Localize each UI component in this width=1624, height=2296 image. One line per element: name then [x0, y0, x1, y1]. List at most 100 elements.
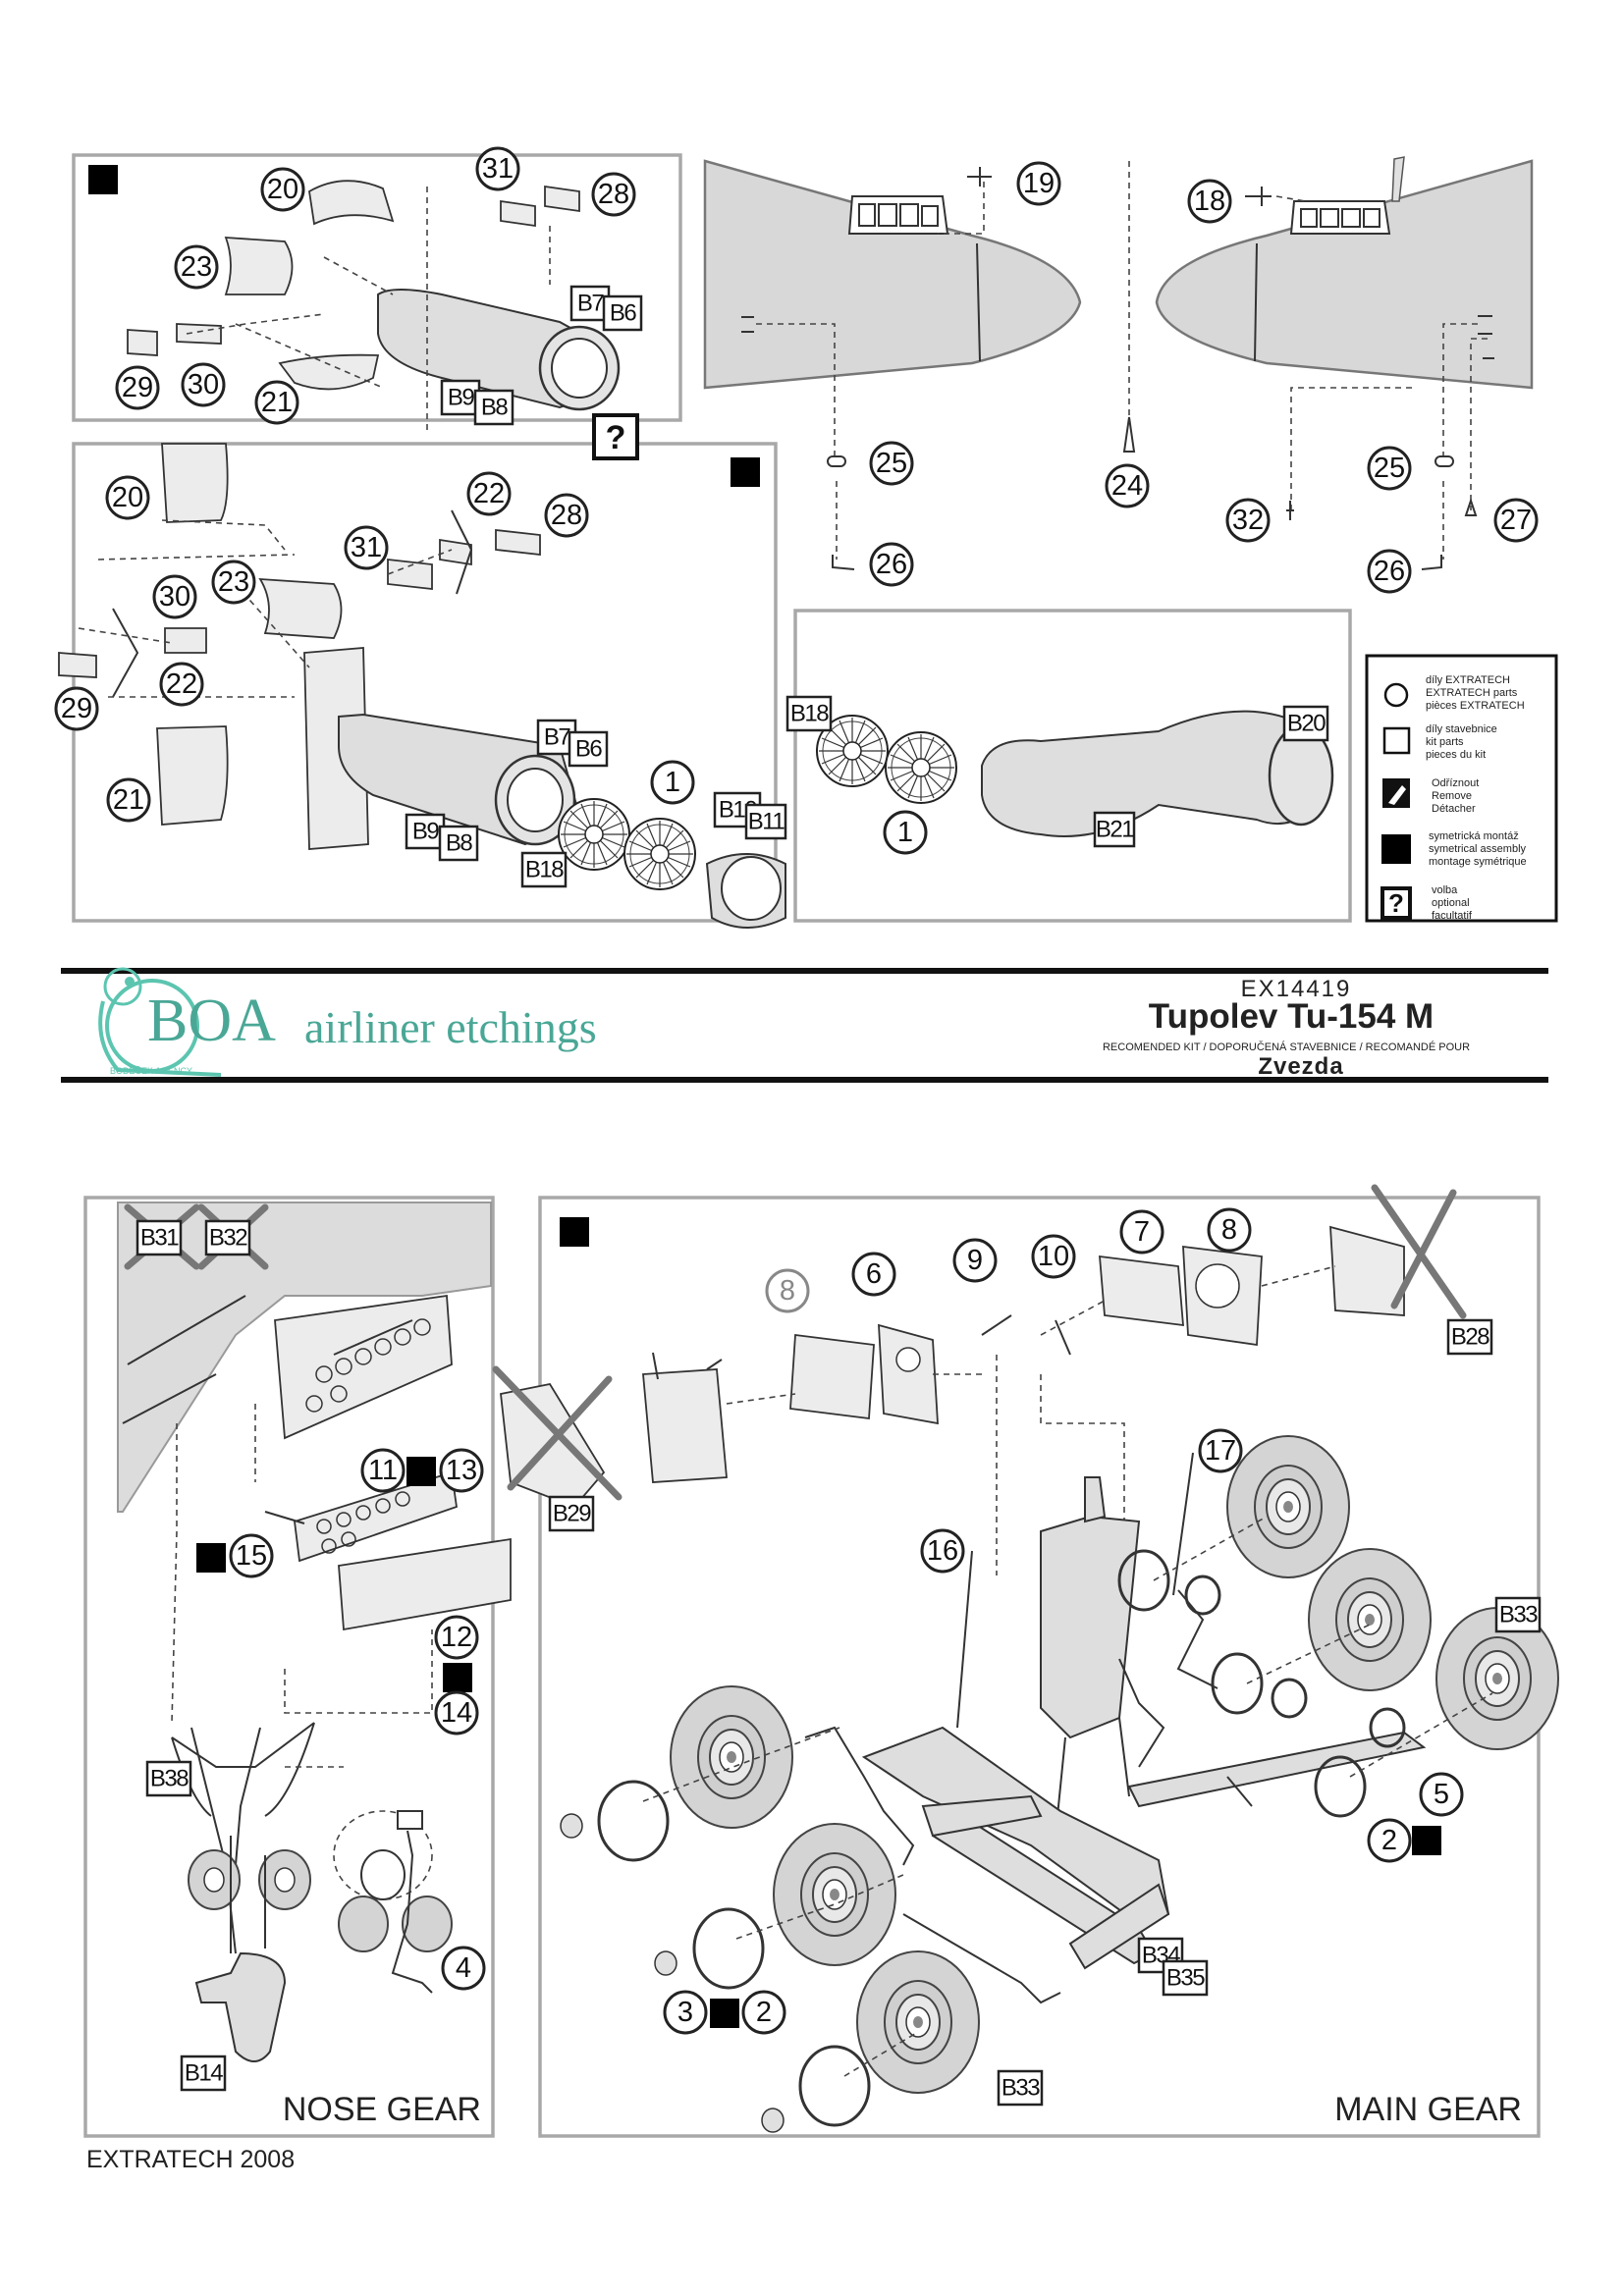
svg-text:B7: B7 — [577, 291, 605, 317]
svg-text:B9: B9 — [412, 819, 440, 845]
kit-part-B34: B34 — [1137, 1937, 1184, 1974]
kit-part-B28: B28 — [1446, 1318, 1493, 1356]
brand-tagline: airliner etchings — [304, 1002, 597, 1052]
callout-16: 16 — [920, 1528, 965, 1574]
callout-20b: 20 — [105, 475, 150, 520]
part-23-shape — [224, 237, 294, 295]
svg-text:28: 28 — [598, 179, 629, 210]
svg-text:21: 21 — [261, 387, 293, 418]
engine-assembly-bottom — [58, 442, 786, 929]
callout-28: 28 — [591, 172, 636, 217]
engine-assembly-top — [72, 153, 682, 432]
crossed-parts-b28 — [1371, 1184, 1467, 1319]
symmetrical-assembly-icon — [196, 1543, 226, 1573]
callout-2b: 2 — [741, 1990, 786, 2035]
svg-text:2: 2 — [1381, 1825, 1397, 1856]
boa-logo — [98, 967, 222, 1077]
callout-1b: 1 — [883, 810, 928, 855]
svg-text:20: 20 — [112, 482, 143, 513]
callout-25: 25 — [869, 441, 914, 486]
svg-text:26: 26 — [1374, 556, 1405, 587]
main-gear-panel: MAIN GEAR — [492, 1184, 1559, 2138]
legend-opt-en: optional — [1432, 897, 1470, 909]
kit-part-B9: B9 — [440, 379, 481, 416]
symmetrical-assembly-icon — [406, 1457, 436, 1486]
svg-text:4: 4 — [456, 1952, 471, 1984]
svg-text:17: 17 — [1205, 1435, 1236, 1467]
legend-opt-cz: volba — [1432, 884, 1458, 896]
callout-12: 12 — [434, 1615, 479, 1660]
kit-part-B8: B8 — [473, 389, 514, 426]
svg-text:B32: B32 — [209, 1225, 247, 1252]
callout-27: 27 — [1493, 498, 1539, 543]
svg-text:11: 11 — [368, 1455, 398, 1486]
callout-30: 30 — [181, 362, 226, 407]
kit-part-B21: B21 — [1093, 811, 1136, 848]
callout-31: 31 — [475, 146, 520, 191]
svg-text:B33: B33 — [1499, 1602, 1538, 1629]
svg-text:30: 30 — [159, 581, 190, 613]
kit-part-B18: B18 — [785, 695, 833, 732]
callout-10: 10 — [1031, 1234, 1076, 1279]
extratech-parts-symbol — [1383, 682, 1409, 708]
legend-extratech-en: EXTRATECH parts — [1426, 687, 1518, 699]
svg-text:28: 28 — [551, 500, 582, 531]
kit-part-labels: B7 B6 B9 B8 B7 B6 B9 B8 B18 B10 B11 B18 … — [135, 285, 1542, 2107]
svg-text:B14: B14 — [185, 2060, 223, 2087]
svg-text:18: 18 — [1194, 186, 1225, 217]
brand-small: BODEČEK AGENCY — [110, 1066, 192, 1076]
svg-text:22: 22 — [473, 478, 505, 509]
svg-text:9: 9 — [967, 1245, 983, 1276]
svg-text:24: 24 — [1111, 470, 1143, 502]
callout-9: 9 — [952, 1238, 998, 1283]
svg-text:8: 8 — [1221, 1214, 1237, 1246]
legend-extratech-cz: díly EXTRATECH — [1426, 674, 1510, 686]
callout-22b: 22 — [159, 662, 204, 707]
svg-text:31: 31 — [482, 153, 514, 185]
svg-text:29: 29 — [122, 372, 153, 403]
callout-7: 7 — [1119, 1209, 1164, 1255]
optional-symbol: ? — [1380, 886, 1412, 920]
legend-kit-cz: díly stavebnice — [1426, 723, 1497, 735]
svg-text:B21: B21 — [1096, 817, 1134, 843]
callout-26b: 26 — [1367, 549, 1412, 594]
kit-part-B35: B35 — [1162, 1959, 1209, 1997]
svg-text:B35: B35 — [1166, 1965, 1205, 1992]
symmetrical-assembly-icon — [88, 165, 118, 194]
kit-part-B29: B29 — [548, 1495, 595, 1532]
part-20b-shape — [161, 443, 229, 523]
svg-text:10: 10 — [1038, 1241, 1069, 1272]
kit-part-B38: B38 — [145, 1760, 192, 1797]
callout-18: 18 — [1187, 179, 1232, 224]
legend-remove-fr: Détacher — [1432, 803, 1476, 815]
callout-29: 29 — [115, 365, 160, 410]
svg-text:19: 19 — [1023, 168, 1055, 199]
svg-text:B8: B8 — [446, 830, 473, 857]
callout-8-grey: 8 — [765, 1268, 810, 1313]
kit-part-B6b: B6 — [568, 730, 609, 768]
callout-5: 5 — [1419, 1772, 1464, 1817]
crossed-parts-b29 — [492, 1365, 623, 1501]
svg-text:B6: B6 — [610, 300, 637, 327]
kit-parts-symbol — [1382, 726, 1411, 755]
legend-opt-fr: facultatif — [1432, 910, 1473, 922]
main-wheel — [773, 1823, 896, 1966]
callout-29b: 29 — [54, 686, 99, 731]
callout-6: 6 — [851, 1252, 896, 1297]
svg-text:B18: B18 — [525, 857, 564, 883]
svg-text:B20: B20 — [1287, 711, 1326, 737]
kit-part-B6: B6 — [602, 294, 643, 332]
kit-part-B33: B33 — [1494, 1596, 1542, 1633]
callout-19: 19 — [1016, 161, 1061, 206]
callout-4: 4 — [441, 1946, 486, 1991]
part-21b-shape — [156, 725, 229, 826]
symmetrical-assembly-icon — [731, 457, 760, 487]
svg-text:16: 16 — [927, 1535, 958, 1567]
symmetrical-assembly-icon — [443, 1663, 472, 1692]
callout-20: 20 — [260, 167, 305, 212]
svg-text:3: 3 — [677, 1997, 693, 2028]
callout-11: 11 — [360, 1448, 406, 1493]
svg-text:B18: B18 — [790, 701, 829, 727]
svg-text:B9: B9 — [448, 385, 475, 411]
svg-text:31: 31 — [351, 532, 382, 563]
